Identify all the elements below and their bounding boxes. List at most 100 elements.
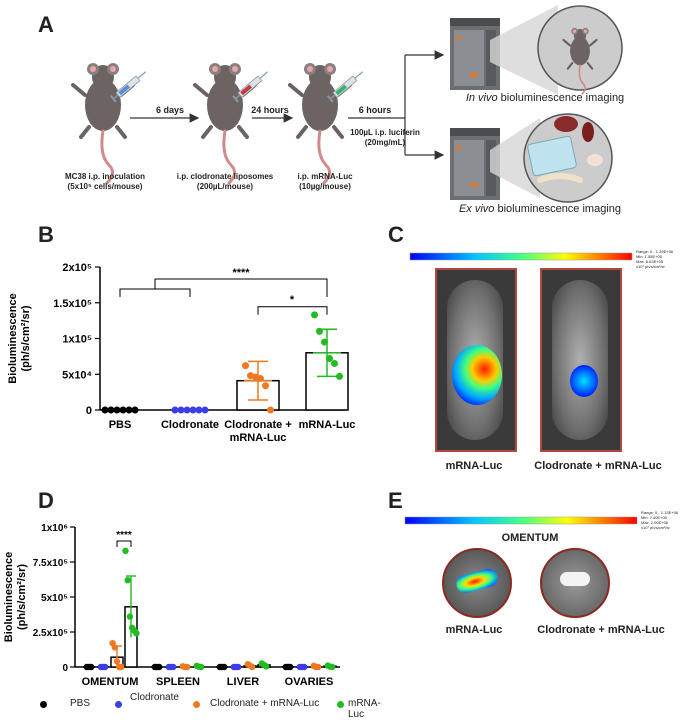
legend-dot-clodronate-mrna xyxy=(193,701,200,708)
image-omentum-mrna-luc xyxy=(442,548,512,618)
legend-dot-mrna xyxy=(337,701,344,708)
schematic-graphics xyxy=(71,5,623,203)
b-data-point xyxy=(195,406,203,414)
d-data-point xyxy=(249,663,256,671)
d-data-point xyxy=(184,663,191,671)
b-y-label: Bioluminescence(ph/s/cm²/sr) xyxy=(7,293,32,383)
step-2-caption: i.p. clodronate liposomes(200µL/mouse) xyxy=(176,172,274,191)
legend-dot-pbs xyxy=(40,701,47,708)
d-sig-bracket xyxy=(116,540,132,547)
legend-label-clodronate: Clodronate xyxy=(130,692,179,703)
d-x-tick-label: SPLEEN xyxy=(156,676,200,685)
e-label-mrna-luc: mRNA-Luc xyxy=(445,624,503,636)
d-sig-label: **** xyxy=(116,530,132,541)
legend-label-pbs: PBS xyxy=(70,698,91,709)
d-x-tick-label: LIVER xyxy=(227,676,259,685)
b-data-point xyxy=(257,375,264,383)
d-y-tick-label: 2.5x10⁵ xyxy=(33,628,69,639)
d-y-tick-label: 7.5x10⁵ xyxy=(33,558,69,569)
b-data-point xyxy=(242,362,249,370)
interval-1: 6 days xyxy=(155,105,185,115)
d-data-point xyxy=(315,663,322,671)
b-data-point xyxy=(177,406,185,414)
legend-label-clodronate-mrna: Clodronate + mRNA-Luc xyxy=(210,698,320,709)
d-data-point xyxy=(263,663,270,670)
interval-2: 24 hours xyxy=(251,105,289,115)
b-data-point xyxy=(113,406,121,414)
d-data-point xyxy=(124,577,131,584)
panel-label-e: E xyxy=(388,488,403,513)
panel-label-a: A xyxy=(38,12,54,37)
e-title: OMENTUM xyxy=(501,532,559,544)
image-mrna-luc xyxy=(435,268,517,452)
d-data-point xyxy=(198,663,205,671)
well-plate-icon xyxy=(527,135,577,177)
legend-d: PBS Clodronate Clodronate + mRNA-Luc mRN… xyxy=(40,692,381,720)
b-x-tick-label: mRNA-Luc xyxy=(299,419,356,431)
legend-dot-clodronate xyxy=(115,701,122,708)
e-label-clodronate: Clodronate + mRNA-Luc xyxy=(537,624,665,636)
panel-label-d: D xyxy=(38,488,54,513)
b-data-point xyxy=(326,355,333,363)
d-data-point xyxy=(102,663,109,671)
b-x-tick-label: mRNA-Luc xyxy=(230,432,287,444)
syringe-3-icon xyxy=(326,67,367,103)
colorbar-c xyxy=(409,252,633,261)
luciferin-note: 100µL i.p. luciferin (20mg/mL) xyxy=(350,128,420,147)
liver-icon xyxy=(554,116,578,132)
d-y-tick-label: 1x10⁶ xyxy=(41,523,68,534)
d-data-point xyxy=(221,663,228,671)
d-data-point xyxy=(111,644,119,651)
d-x-tick-label: OMENTUM xyxy=(82,676,139,685)
b-data-point xyxy=(183,406,191,414)
b-data-point xyxy=(171,406,179,414)
d-y-label: Bioluminescence(ph/s/cm²/sr) xyxy=(3,552,28,642)
interval-3: 6 hours xyxy=(358,105,392,115)
chart-b: 05x10⁴1x10⁵1.5x10⁵2x10⁵Bioluminescence(p… xyxy=(7,262,356,444)
d-data-point xyxy=(170,663,177,671)
d-data-point xyxy=(287,663,294,671)
b-data-point xyxy=(262,382,269,390)
d-data-point xyxy=(301,663,308,671)
syringe-1-icon xyxy=(109,67,150,103)
d-data-point xyxy=(113,658,121,665)
in-vivo-label: In vivo bioluminescence imaging xyxy=(465,92,625,104)
b-data-point xyxy=(267,406,274,414)
d-data-point xyxy=(133,630,140,637)
b-y-tick-label: 1x10⁵ xyxy=(62,334,92,346)
d-data-point xyxy=(235,663,242,671)
b-data-point xyxy=(119,406,127,414)
d-data-point xyxy=(156,663,163,671)
image-clodronate-mrna-luc xyxy=(540,268,622,452)
ex-vivo-label: Ex vivo bioluminescence imaging xyxy=(458,203,622,215)
b-data-point xyxy=(189,406,197,414)
mouse-1-icon xyxy=(71,61,135,185)
b-y-tick-label: 2x10⁵ xyxy=(62,262,92,274)
d-data-point xyxy=(122,547,129,554)
c-label-mrna-luc: mRNA-Luc xyxy=(445,460,503,472)
b-sig-group-bracket xyxy=(119,288,191,297)
b-data-point xyxy=(107,406,115,414)
panel-label-b: B xyxy=(38,222,54,247)
d-y-tick-label: 5x10⁵ xyxy=(41,593,68,604)
b-sig-label-1: **** xyxy=(232,267,250,279)
b-x-tick-label: Clodronate + xyxy=(224,419,292,431)
c-label-clodronate: Clodronate + mRNA-Luc xyxy=(534,460,662,472)
b-x-tick-label: Clodronate xyxy=(161,419,219,431)
b-sig-bracket-1 xyxy=(154,278,328,297)
b-sig-label-2: * xyxy=(290,294,295,306)
b-y-tick-label: 0 xyxy=(86,405,92,417)
step-3-caption: i.p. mRNA-Luc(10µg/mouse) xyxy=(297,172,353,191)
b-y-tick-label: 5x10⁴ xyxy=(62,369,92,381)
d-x-tick-label: OVARIES xyxy=(285,676,334,685)
mouse-2-icon xyxy=(193,61,257,185)
step-1-caption: MC38 i.p. inoculation(5x10⁵ cells/mouse) xyxy=(64,172,145,191)
d-data-point xyxy=(118,663,125,671)
d-data-point xyxy=(126,613,134,620)
chart-d: 0 2.5x10⁵ 5x10⁵ 7.5x10⁵ 1x10⁶ Bioluminescence… xyxy=(3,523,340,685)
d-data-point xyxy=(329,663,336,671)
d-y-tick-label: 0 xyxy=(62,663,68,674)
panel-label-c: C xyxy=(388,222,404,247)
b-x-tick-label: PBS xyxy=(109,419,132,431)
